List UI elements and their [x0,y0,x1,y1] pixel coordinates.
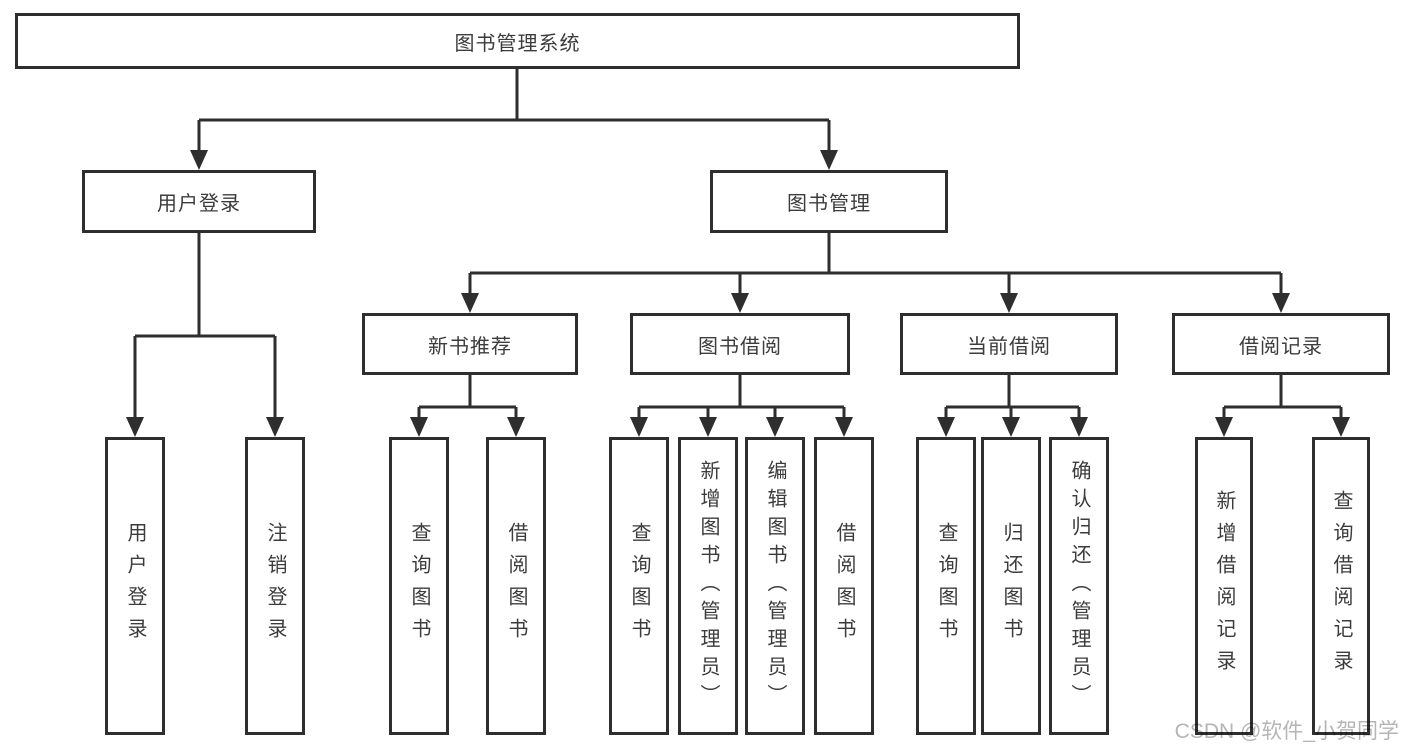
arrow-down-icon [190,150,208,170]
arrow-down-icon [1070,417,1088,437]
arrow-down-icon [507,417,525,437]
arrow-down-icon [266,417,284,437]
leaf-confirm-return-admin: 确认归还（管理员） [1049,437,1109,735]
edge-root-to-level2 [197,68,831,152]
edge-borrow-records-to-leaves [1222,375,1343,419]
arrow-down-icon [731,293,749,313]
arrow-down-icon [410,417,428,437]
node-borrowing-records: 借阅记录 [1172,313,1390,375]
arrow-down-icon [820,150,838,170]
edge-book-borrow-to-leaves [637,375,846,419]
node-borrowing-records-label: 借阅记录 [1239,335,1323,358]
arrow-down-icon [1332,417,1350,437]
csdn-watermark: CSDN @软件_小贺同学 [1174,720,1399,743]
leaf-query-books-current-label: 查询图书 [935,522,957,650]
leaf-query-books-recommend-label: 查询图书 [408,522,430,650]
leaf-return-books: 归还图书 [981,437,1041,735]
arrow-down-icon [1272,293,1290,313]
leaf-edit-books-admin-label: 编辑图书（管理员） [764,460,786,712]
edge-book-mgmt-to-level3 [468,232,1283,295]
arrow-down-icon [630,417,648,437]
node-book-borrowing-label: 图书借阅 [698,335,782,358]
leaf-confirm-return-admin-label: 确认归还（管理员） [1068,460,1090,712]
leaf-borrow-books-recommend: 借阅图书 [486,437,546,735]
leaf-query-borrow-record-label: 查询借阅记录 [1330,490,1352,682]
leaf-query-books-recommend: 查询图书 [389,437,449,735]
leaf-query-books-borrowing-label: 查询图书 [628,522,650,650]
edge-current-borrow-to-leaves [944,375,1081,419]
leaf-add-books-admin-label: 新增图书（管理员） [697,460,719,712]
leaf-user-login: 用户登录 [105,437,165,735]
edge-new-book-to-leaves [417,375,518,419]
node-new-book-recommend-label: 新书推荐 [428,335,512,358]
leaf-add-borrow-record: 新增借阅记录 [1195,437,1253,735]
edge-user-login-to-leaves [133,232,277,419]
leaf-return-books-label: 归还图书 [1000,522,1022,650]
node-current-borrowing-label: 当前借阅 [967,335,1051,358]
leaf-add-borrow-record-label: 新增借阅记录 [1213,490,1235,682]
node-user-login: 用户登录 [82,170,316,233]
node-current-borrowing: 当前借阅 [900,313,1118,375]
node-root: 图书管理系统 [15,13,1020,69]
node-book-borrowing: 图书借阅 [630,313,850,375]
leaf-borrow-books-recommend-label: 借阅图书 [505,522,527,650]
leaf-add-books-admin: 新增图书（管理员） [678,437,738,735]
leaf-query-books-current: 查询图书 [916,437,976,735]
leaf-borrow-books-borrowing: 借阅图书 [814,437,874,735]
arrowheads [126,150,1350,437]
arrow-down-icon [1215,417,1233,437]
arrow-down-icon [835,417,853,437]
node-book-management-label: 图书管理 [787,193,871,215]
leaf-logout: 注销登录 [245,437,305,735]
node-book-management: 图书管理 [710,170,948,233]
leaf-query-books-borrowing: 查询图书 [609,437,669,735]
leaf-query-borrow-record: 查询借阅记录 [1312,437,1370,735]
arrow-down-icon [699,417,717,437]
node-user-login-label: 用户登录 [157,193,241,215]
arrow-down-icon [1002,417,1020,437]
arrow-down-icon [1000,293,1018,313]
arrow-down-icon [766,417,784,437]
arrow-down-icon [937,417,955,437]
node-new-book-recommend: 新书推荐 [362,313,578,375]
leaf-borrow-books-borrowing-label: 借阅图书 [833,522,855,650]
leaf-edit-books-admin: 编辑图书（管理员） [745,437,805,735]
arrow-down-icon [126,417,144,437]
arrow-down-icon [461,293,479,313]
leaf-logout-label: 注销登录 [264,522,286,650]
node-root-label: 图书管理系统 [454,32,581,55]
leaf-user-login-label: 用户登录 [124,522,146,650]
